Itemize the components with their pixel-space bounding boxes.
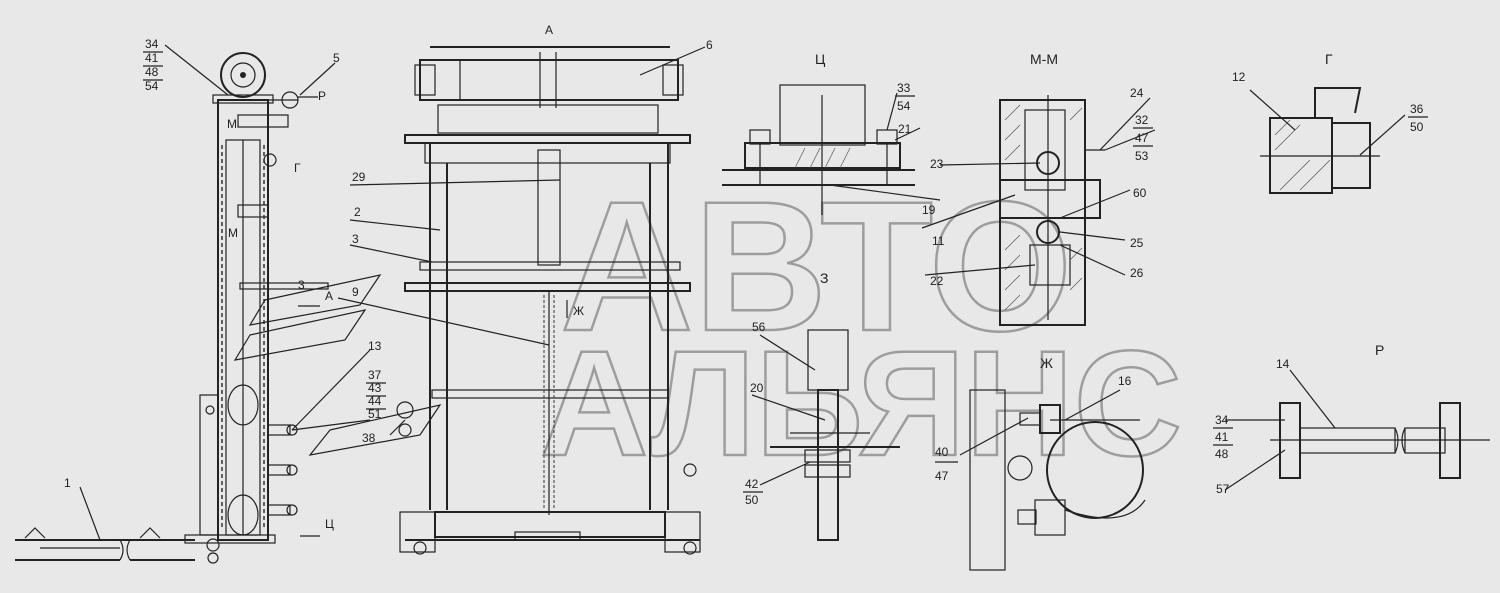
stack-s7-item: 41 <box>1215 430 1229 444</box>
stack-s1-item: 48 <box>145 65 159 79</box>
callout-29: 29 <box>352 170 366 184</box>
callout-5: 5 <box>333 51 340 65</box>
stack-s1-item: 54 <box>145 79 159 93</box>
stack-s7-item: 34 <box>1215 413 1229 427</box>
callout-38: 38 <box>362 431 376 445</box>
view-title-r: Р <box>1375 342 1384 358</box>
callout-2: 2 <box>354 205 361 219</box>
callout-11: 11 <box>932 234 945 248</box>
section-mark-ts: Ц <box>325 517 334 531</box>
section-mm <box>999 95 1105 326</box>
stack-s6-item: 50 <box>745 493 759 507</box>
callout-12: 12 <box>1232 70 1246 84</box>
callout-13: 13 <box>368 339 382 353</box>
stack-s3-item: 47 <box>1135 131 1149 145</box>
watermark-line1: АВТО <box>560 164 1072 370</box>
callout-47: 47 <box>935 469 949 483</box>
watermark-line2: АЛЬЯНС <box>540 319 1182 487</box>
view-zh <box>969 389 1146 571</box>
stack-s6: 42 50 <box>743 477 763 507</box>
stack-s2-item: 33 <box>897 81 911 95</box>
stack-s3-item: 53 <box>1135 149 1149 163</box>
stack-s7-item: 48 <box>1215 447 1229 461</box>
callout-20: 20 <box>750 381 764 395</box>
stack-s1-item: 34 <box>145 37 159 51</box>
view-title-mm: М-М <box>1030 51 1058 67</box>
view-g <box>1260 87 1380 194</box>
stack-s1: 34 41 48 54 <box>143 37 163 93</box>
view-title-a: А <box>545 23 553 37</box>
section-mark-g: Г <box>294 161 301 175</box>
callouts: 1 2 3 5 6 9 11 12 13 14 16 19 20 21 22 2… <box>64 38 1290 496</box>
callout-56: 56 <box>752 320 766 334</box>
callout-57: 57 <box>1216 482 1230 496</box>
stack-s5: 37 43 44 51 <box>366 368 386 421</box>
section-ts <box>722 84 915 215</box>
callout-14: 14 <box>1276 357 1290 371</box>
section-mark-3: 3 <box>298 278 305 292</box>
view-r <box>1270 402 1490 479</box>
view-title-g: Г <box>1325 51 1333 67</box>
section-mark-m1: М <box>227 117 237 131</box>
callout-9: 9 <box>352 285 359 299</box>
callout-23: 23 <box>930 157 944 171</box>
stack-s3-item: 32 <box>1135 113 1149 127</box>
stack-s5-item: 43 <box>368 381 382 395</box>
callout-16: 16 <box>1118 374 1132 388</box>
view-title-z: З <box>820 270 828 286</box>
stack-s5-item: 51 <box>368 407 382 421</box>
stack-s2-item: 54 <box>897 99 911 113</box>
section-mark-m2: М <box>228 226 238 240</box>
callout-40: 40 <box>935 445 949 459</box>
callout-21: 21 <box>898 122 912 136</box>
stack-s4-item: 36 <box>1410 102 1424 116</box>
callout-19: 19 <box>922 203 936 217</box>
callout-25: 25 <box>1130 236 1144 250</box>
watermark: АВТО АЛЬЯНС <box>539 163 1183 489</box>
callout-60: 60 <box>1133 186 1147 200</box>
front-view <box>233 46 701 555</box>
stack-s6-item: 42 <box>745 477 759 491</box>
callout-26: 26 <box>1130 266 1144 280</box>
callout-3: 3 <box>352 232 359 246</box>
section-mark-p: Р <box>318 89 326 103</box>
stack-s2: 33 54 <box>895 81 915 113</box>
section-mark-a: А <box>325 289 333 303</box>
callout-6: 6 <box>706 38 713 52</box>
stack-s5-item: 44 <box>368 394 382 408</box>
stack-s1-item: 41 <box>145 51 159 65</box>
stack-s7: 34 41 48 <box>1213 413 1233 461</box>
stack-s4-item: 50 <box>1410 120 1424 134</box>
stack-s4: 36 50 <box>1408 102 1428 134</box>
view-z <box>770 329 900 541</box>
view-title-zh: Ж <box>1040 355 1053 371</box>
callout-22: 22 <box>930 274 944 288</box>
callout-24: 24 <box>1130 86 1144 100</box>
stack-s5-item: 37 <box>368 368 382 382</box>
side-view <box>15 52 329 564</box>
view-title-ts: Ц <box>815 51 826 67</box>
stack-s3: 32 47 53 <box>1133 113 1153 163</box>
section-mark-zh: Ж <box>573 304 584 318</box>
callout-1: 1 <box>64 476 71 490</box>
leader-lines <box>79 44 1406 541</box>
